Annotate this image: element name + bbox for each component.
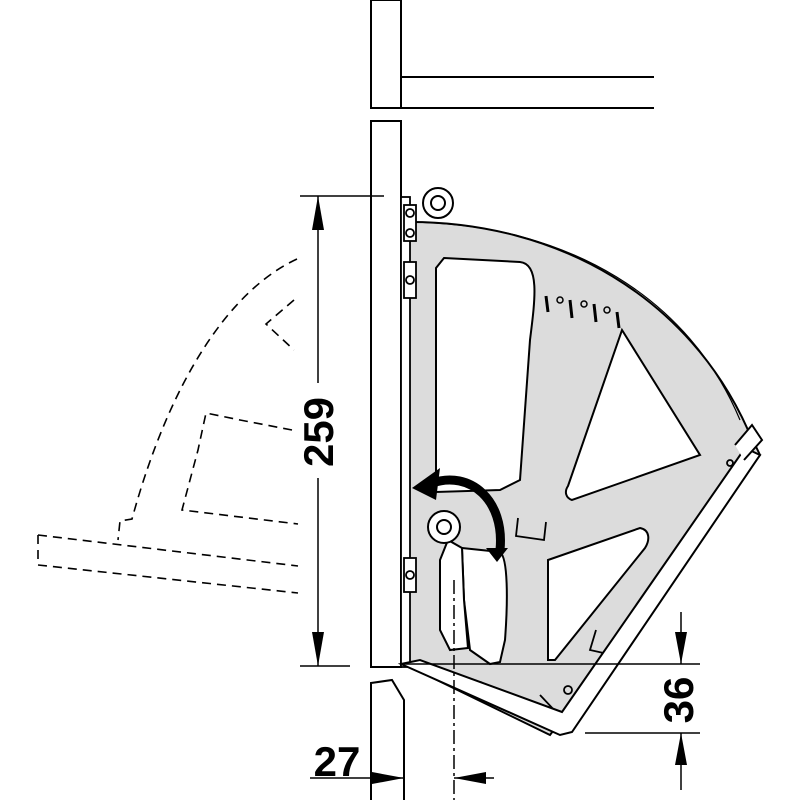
pivot-adjustment-icon xyxy=(412,468,508,562)
adjustment-scale xyxy=(544,295,621,329)
dimension-height-label: 259 xyxy=(295,397,342,467)
top-roller-icon xyxy=(422,187,454,219)
top-shelf xyxy=(401,76,654,109)
open-position-outline xyxy=(37,258,299,594)
dimension-offset-label: 36 xyxy=(655,677,702,724)
lower-arm xyxy=(397,423,764,737)
dimension-setback-label: 27 xyxy=(314,738,361,785)
dimension-setback xyxy=(310,580,494,800)
dimension-height xyxy=(300,195,384,667)
mechanism-cutouts xyxy=(435,256,702,666)
cabinet-side-panel xyxy=(370,0,405,800)
mounting-plate xyxy=(400,196,417,668)
